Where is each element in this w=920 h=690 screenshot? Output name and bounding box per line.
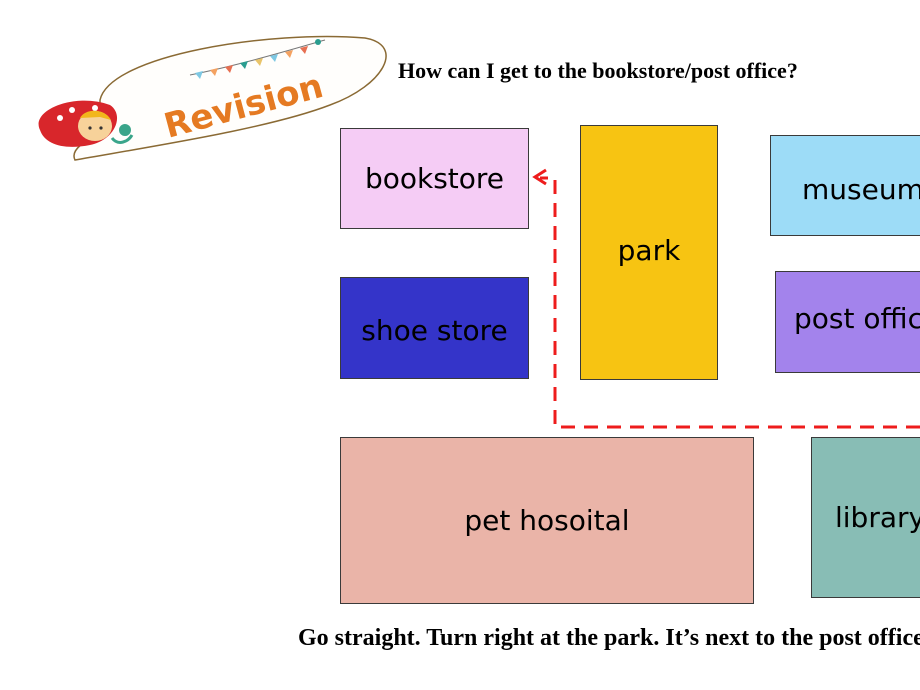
pet-hospital-block: pet hosoital — [340, 437, 754, 604]
museum-block: museum — [770, 135, 920, 236]
park-block: park — [580, 125, 718, 380]
post-office-block: post office — [775, 271, 920, 373]
revision-badge: Revision — [38, 35, 387, 161]
library-block: library — [811, 437, 920, 598]
girl-mascot-icon — [38, 100, 134, 147]
bunting-decoration — [189, 39, 326, 79]
shoe-store-block: shoe store — [340, 277, 529, 379]
answer-text: Go straight. Turn right at the park. It’… — [298, 625, 920, 651]
bookstore-block: bookstore — [340, 128, 529, 229]
question-text: How can I get to the bookstore/post offi… — [398, 58, 798, 83]
